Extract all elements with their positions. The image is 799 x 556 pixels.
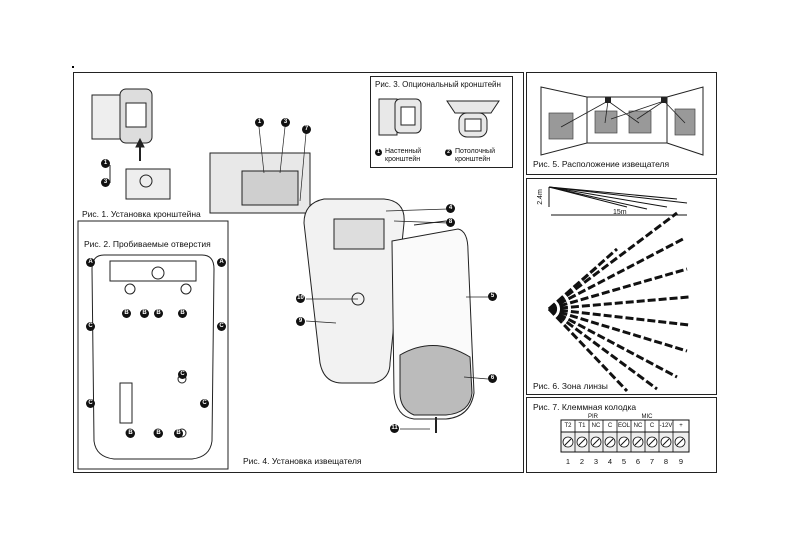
fig7-terminal-label: T1	[578, 423, 586, 429]
fig1-callout-1: 1	[101, 159, 110, 168]
fig4-callout-11: 11	[390, 424, 399, 433]
fig2-callout-b: B	[126, 429, 135, 438]
fig1-callout-3: 3	[101, 178, 110, 187]
fig2-callout-c: C	[86, 399, 95, 408]
fig4-callout-10: 10	[296, 294, 305, 303]
fig4-callout-3: 3	[281, 118, 290, 127]
stray-dot	[72, 66, 74, 68]
fig4-callout-9: 9	[296, 317, 305, 326]
fig2-callout-a-left: A	[86, 258, 95, 267]
fig4-callout-8: 8	[446, 218, 455, 227]
main-figure-drawing	[77, 88, 489, 470]
fig6-caption: Рис. 6. Зона линзы	[533, 381, 608, 391]
fig3-marker-ceiling: 2	[445, 149, 452, 156]
fig2-callout-b: B	[154, 429, 163, 438]
fig7-terminal-block-drawing	[560, 419, 690, 453]
fig2-callout-b: B	[178, 309, 187, 318]
fig4-callout-4: 4	[446, 204, 455, 213]
fig3-ceiling-label: Потолочный кронштейн	[455, 148, 495, 163]
fig4-callout-6: 6	[488, 374, 497, 383]
fig7-terminal-label: EOL	[617, 423, 630, 429]
fig7-terminal-label: T2	[564, 423, 572, 429]
fig2-callout-b: B	[154, 309, 163, 318]
fig7-group-mic: MIC	[641, 414, 653, 420]
fig1-bracket-drawing	[91, 88, 171, 200]
fig7-terminal-number: 6	[635, 457, 641, 466]
fig4-callout-5: 5	[488, 292, 497, 301]
fig7-terminal-number: 3	[593, 457, 599, 466]
fig7-terminal-number: 1	[565, 457, 571, 466]
fig2-caption: Рис. 2. Пробиваемые отверстия	[84, 239, 211, 249]
fig7-terminal-label: +	[679, 423, 683, 429]
fig4-callout-1: 1	[255, 118, 264, 127]
fig7-terminal-label: -12V	[659, 423, 673, 429]
fig7-terminal-label: C	[649, 423, 655, 429]
fig7-terminal-label: NC	[633, 423, 643, 429]
fig7-terminal-number: 8	[663, 457, 669, 466]
fig2-callout-b: B	[122, 309, 131, 318]
fig7-terminal-label: C	[607, 423, 613, 429]
fig2-callout-c: C	[200, 399, 209, 408]
fig3-frame: Рис. 3. Опциональный кронштейн 1 Настенн…	[370, 76, 513, 168]
fig4-caption: Рис. 4. Установка извещателя	[243, 456, 362, 466]
fig7-caption: Рис. 7. Клеммная колодка	[533, 402, 637, 412]
fig6-height-label: 2.4m	[536, 189, 544, 205]
fig7-terminal-label: NC	[591, 423, 601, 429]
fig3-marker-wall: 1	[375, 149, 382, 156]
fig2-callout-b: B	[174, 429, 183, 438]
fig2-callout-a-right: A	[217, 258, 226, 267]
fig3-drawing	[378, 98, 500, 138]
fig6-range-label: 15m	[613, 209, 627, 216]
fig6-frame: 2.4m 15m Рис. 6. Зона линзы	[526, 178, 717, 395]
fig7-terminal-number: 5	[621, 457, 627, 466]
fig4-detector-drawing	[209, 152, 475, 433]
fig7-terminal-number: 2	[579, 457, 585, 466]
fig3-caption: Рис. 3. Опциональный кронштейн	[375, 80, 501, 89]
fig5-caption: Рис. 5. Расположение извещателя	[533, 159, 670, 169]
fig5-room-drawing	[540, 86, 704, 156]
fig4-callout-7: 7	[302, 125, 311, 134]
fig7-group-pir: PIR	[587, 414, 598, 420]
fig3-wall-label: Настенный кронштейн	[385, 148, 422, 163]
main-figure-frame: 1 3 Рис. 1. Установка кронштейна Рис. 2.…	[73, 72, 524, 473]
fig7-terminal-number: 4	[607, 457, 613, 466]
fig7-terminal-number: 9	[678, 457, 684, 466]
fig2-callout-c: C	[178, 370, 187, 379]
fig6-lens-zone-drawing	[547, 186, 690, 393]
fig1-caption: Рис. 1. Установка кронштейна	[82, 209, 201, 219]
fig5-frame: Рис. 5. Расположение извещателя	[526, 72, 717, 175]
fig2-callout-b: B	[140, 309, 149, 318]
fig2-callout-c: C	[217, 322, 226, 331]
fig7-terminal-number: 7	[649, 457, 655, 466]
fig2-callout-c: C	[86, 322, 95, 331]
fig7-frame: Рис. 7. Клеммная колодка PIR MIC T2 T1 N…	[526, 397, 717, 473]
